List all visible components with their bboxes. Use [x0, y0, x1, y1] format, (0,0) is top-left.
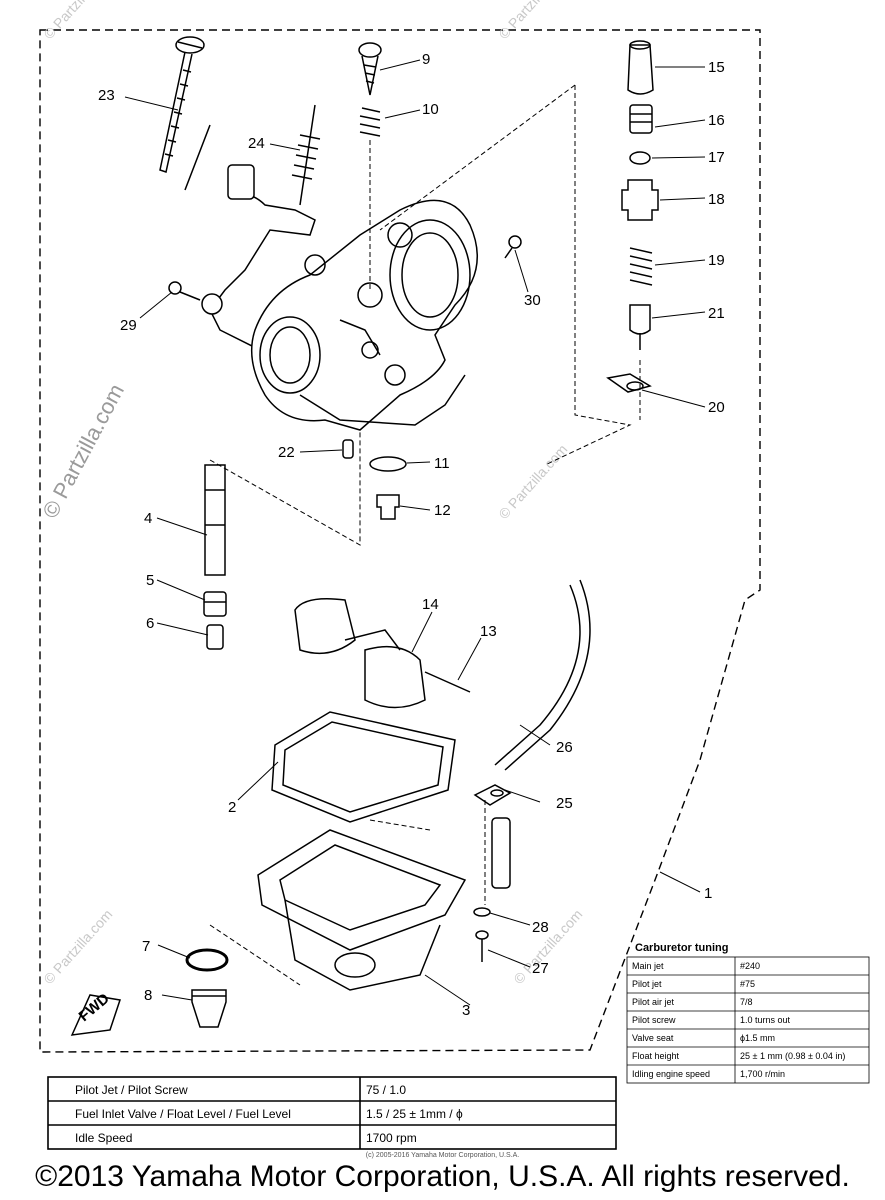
tuning-value: 7/8 [740, 997, 753, 1007]
callout-23: 23 [98, 87, 115, 104]
part-7-o-ring [185, 948, 229, 972]
part-3-float-bowl [257, 829, 467, 991]
part-17-nut [629, 151, 651, 165]
watermark: © Partzilla.com [40, 0, 115, 42]
callout-9: 9 [422, 51, 430, 68]
part-20-plate [606, 373, 652, 393]
part-26-hose [494, 579, 591, 771]
tuning-value: 1,700 r/min [740, 1069, 785, 1079]
part-25-clip [473, 784, 512, 806]
spec-value: 75 / 1.0 [366, 1083, 406, 1097]
part-19-spring [629, 247, 653, 286]
tuning-value: 25 ± 1 mm (0.98 ± 0.04 in) [740, 1051, 845, 1061]
part-16-adjuster [629, 104, 653, 134]
tuning-table-title: Carburetor tuning [635, 942, 729, 954]
callout-18: 18 [708, 191, 725, 208]
callout-5: 5 [146, 572, 154, 589]
callout-2: 2 [228, 799, 236, 816]
part-23-long-screw [159, 36, 205, 173]
part-27-screw [475, 930, 489, 962]
watermark: © Partzilla.com [40, 906, 115, 987]
part-22-jet [342, 439, 354, 459]
tuning-label: Main jet [632, 961, 664, 971]
tuning-label: Idling engine speed [632, 1069, 710, 1079]
callout-30: 30 [524, 292, 541, 309]
fwd-arrow [70, 994, 121, 1036]
part-12-main-jet [376, 494, 400, 520]
callout-4: 4 [144, 510, 152, 527]
part-15-cap [627, 40, 654, 95]
part-11-o-ring [369, 456, 407, 472]
callout-12: 12 [434, 502, 451, 519]
callout-25: 25 [556, 795, 573, 812]
callout-3: 3 [462, 1002, 470, 1019]
callout-24: 24 [248, 135, 265, 152]
callout-16: 16 [708, 112, 725, 129]
callout-29: 29 [120, 317, 137, 334]
callout-14: 14 [422, 596, 439, 613]
part-8-drain-plug [191, 989, 227, 1028]
callout-8: 8 [144, 987, 152, 1004]
callout-21: 21 [708, 305, 725, 322]
part-4-needle-jet [204, 464, 226, 576]
callout-27: 27 [532, 960, 549, 977]
spec-label: Pilot Jet / Pilot Screw [75, 1083, 188, 1097]
callout-20: 20 [708, 399, 725, 416]
side-watermark: © Partzilla.com [37, 380, 129, 523]
leader-lines [124, 59, 706, 1006]
copyright-notice: ©2013 Yamaha Motor Corporation, U.S.A. A… [35, 1160, 850, 1193]
callout-19: 19 [708, 252, 725, 269]
spec-label: Idle Speed [75, 1131, 132, 1145]
part-29-screw [168, 281, 223, 315]
tuning-label: Float height [632, 1051, 680, 1061]
part-14-float [294, 598, 426, 709]
tuning-value: #75 [740, 979, 755, 989]
callout-10: 10 [422, 101, 439, 118]
tuning-value: #240 [740, 961, 760, 971]
part-6-pilot-jet [206, 624, 224, 650]
carburetor-tuning-table: Carburetor tuning Main jet #240 Pilot je… [626, 942, 870, 1084]
carburetor-body [250, 199, 478, 431]
part-28-washer [473, 907, 491, 917]
copyright-small: (c) 2005-2016 Yamaha Motor Corporation, … [365, 1152, 520, 1159]
callout-labels: 23 24 9 10 15 16 17 18 19 21 20 29 30 22… [76, 51, 725, 1025]
watermark: © Partzilla.com [495, 441, 570, 522]
callout-6: 6 [146, 615, 154, 632]
spec-table: Pilot Jet / Pilot Screw 75 / 1.0 Fuel In… [47, 1076, 617, 1150]
callout-7: 7 [142, 938, 150, 955]
callout-1: 1 [704, 885, 712, 902]
part-hose-section [491, 817, 511, 889]
part-13-pin [424, 671, 471, 693]
tuning-label: Valve seat [632, 1033, 674, 1043]
callout-26: 26 [556, 739, 573, 756]
tuning-label: Pilot air jet [632, 997, 675, 1007]
part-24-spring-bracket [184, 104, 321, 351]
part-2-gasket [271, 711, 456, 823]
spec-value: 1.5 / 25 ± 1mm / ϕ [366, 1107, 463, 1121]
tuning-value: ϕ1.5 mm [740, 1033, 775, 1043]
part-10-spring [359, 107, 381, 137]
tuning-label: Pilot screw [632, 1015, 676, 1025]
callout-28: 28 [532, 919, 549, 936]
callout-17: 17 [708, 149, 725, 166]
part-9-screw [358, 42, 382, 96]
tuning-label: Pilot jet [632, 979, 662, 989]
watermark: © Partzilla.com [495, 0, 570, 42]
callout-15: 15 [708, 59, 725, 76]
callout-11: 11 [434, 455, 450, 472]
spec-value: 1700 rpm [366, 1131, 417, 1145]
callout-13: 13 [480, 623, 497, 640]
tuning-value: 1.0 turns out [740, 1015, 791, 1025]
part-5-jet [203, 591, 227, 617]
part-18-fitting [621, 179, 659, 221]
part-21-plunger [629, 304, 651, 350]
guide-lines [209, 84, 641, 986]
spec-label: Fuel Inlet Valve / Float Level / Fuel Le… [75, 1107, 291, 1121]
part-30-screw [504, 235, 522, 259]
callout-22: 22 [278, 444, 295, 461]
